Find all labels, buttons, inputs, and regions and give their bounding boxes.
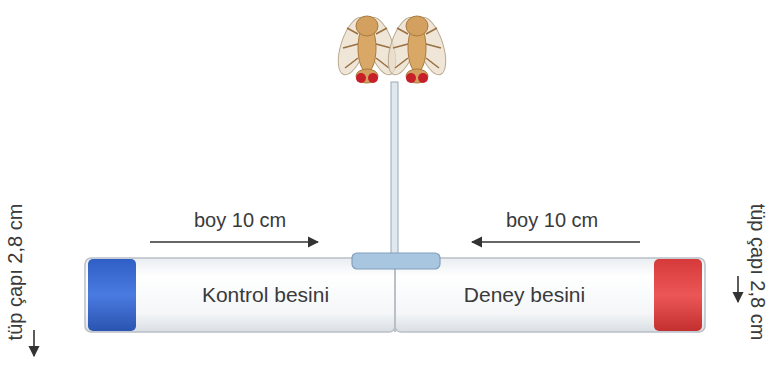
diameter-label: tüp çapı 2,8 cm bbox=[5, 204, 25, 341]
tube-content: Deney besini bbox=[395, 258, 654, 332]
diameter-arrow bbox=[737, 276, 739, 302]
length-label: boy 10 cm bbox=[194, 210, 286, 230]
dimension-arrows bbox=[34, 242, 738, 356]
length-label: boy 10 cm bbox=[506, 210, 598, 230]
flies bbox=[332, 14, 451, 83]
food-label: Deney besini bbox=[464, 283, 585, 307]
blue-cap bbox=[88, 259, 136, 331]
fly bbox=[382, 14, 451, 83]
stand bbox=[352, 82, 440, 269]
left-tube bbox=[85, 258, 395, 332]
diameter-arrow bbox=[33, 330, 35, 356]
food-label: Kontrol besini bbox=[202, 283, 329, 307]
diameter-label: tüp çapı 2,8 cm bbox=[748, 204, 768, 341]
length-arrow bbox=[472, 241, 640, 243]
tube-content: Kontrol besini bbox=[136, 258, 395, 332]
red-cap bbox=[654, 259, 702, 331]
length-arrow bbox=[150, 241, 318, 243]
disc bbox=[352, 253, 440, 269]
right-tube bbox=[395, 258, 705, 332]
stick bbox=[391, 82, 398, 258]
